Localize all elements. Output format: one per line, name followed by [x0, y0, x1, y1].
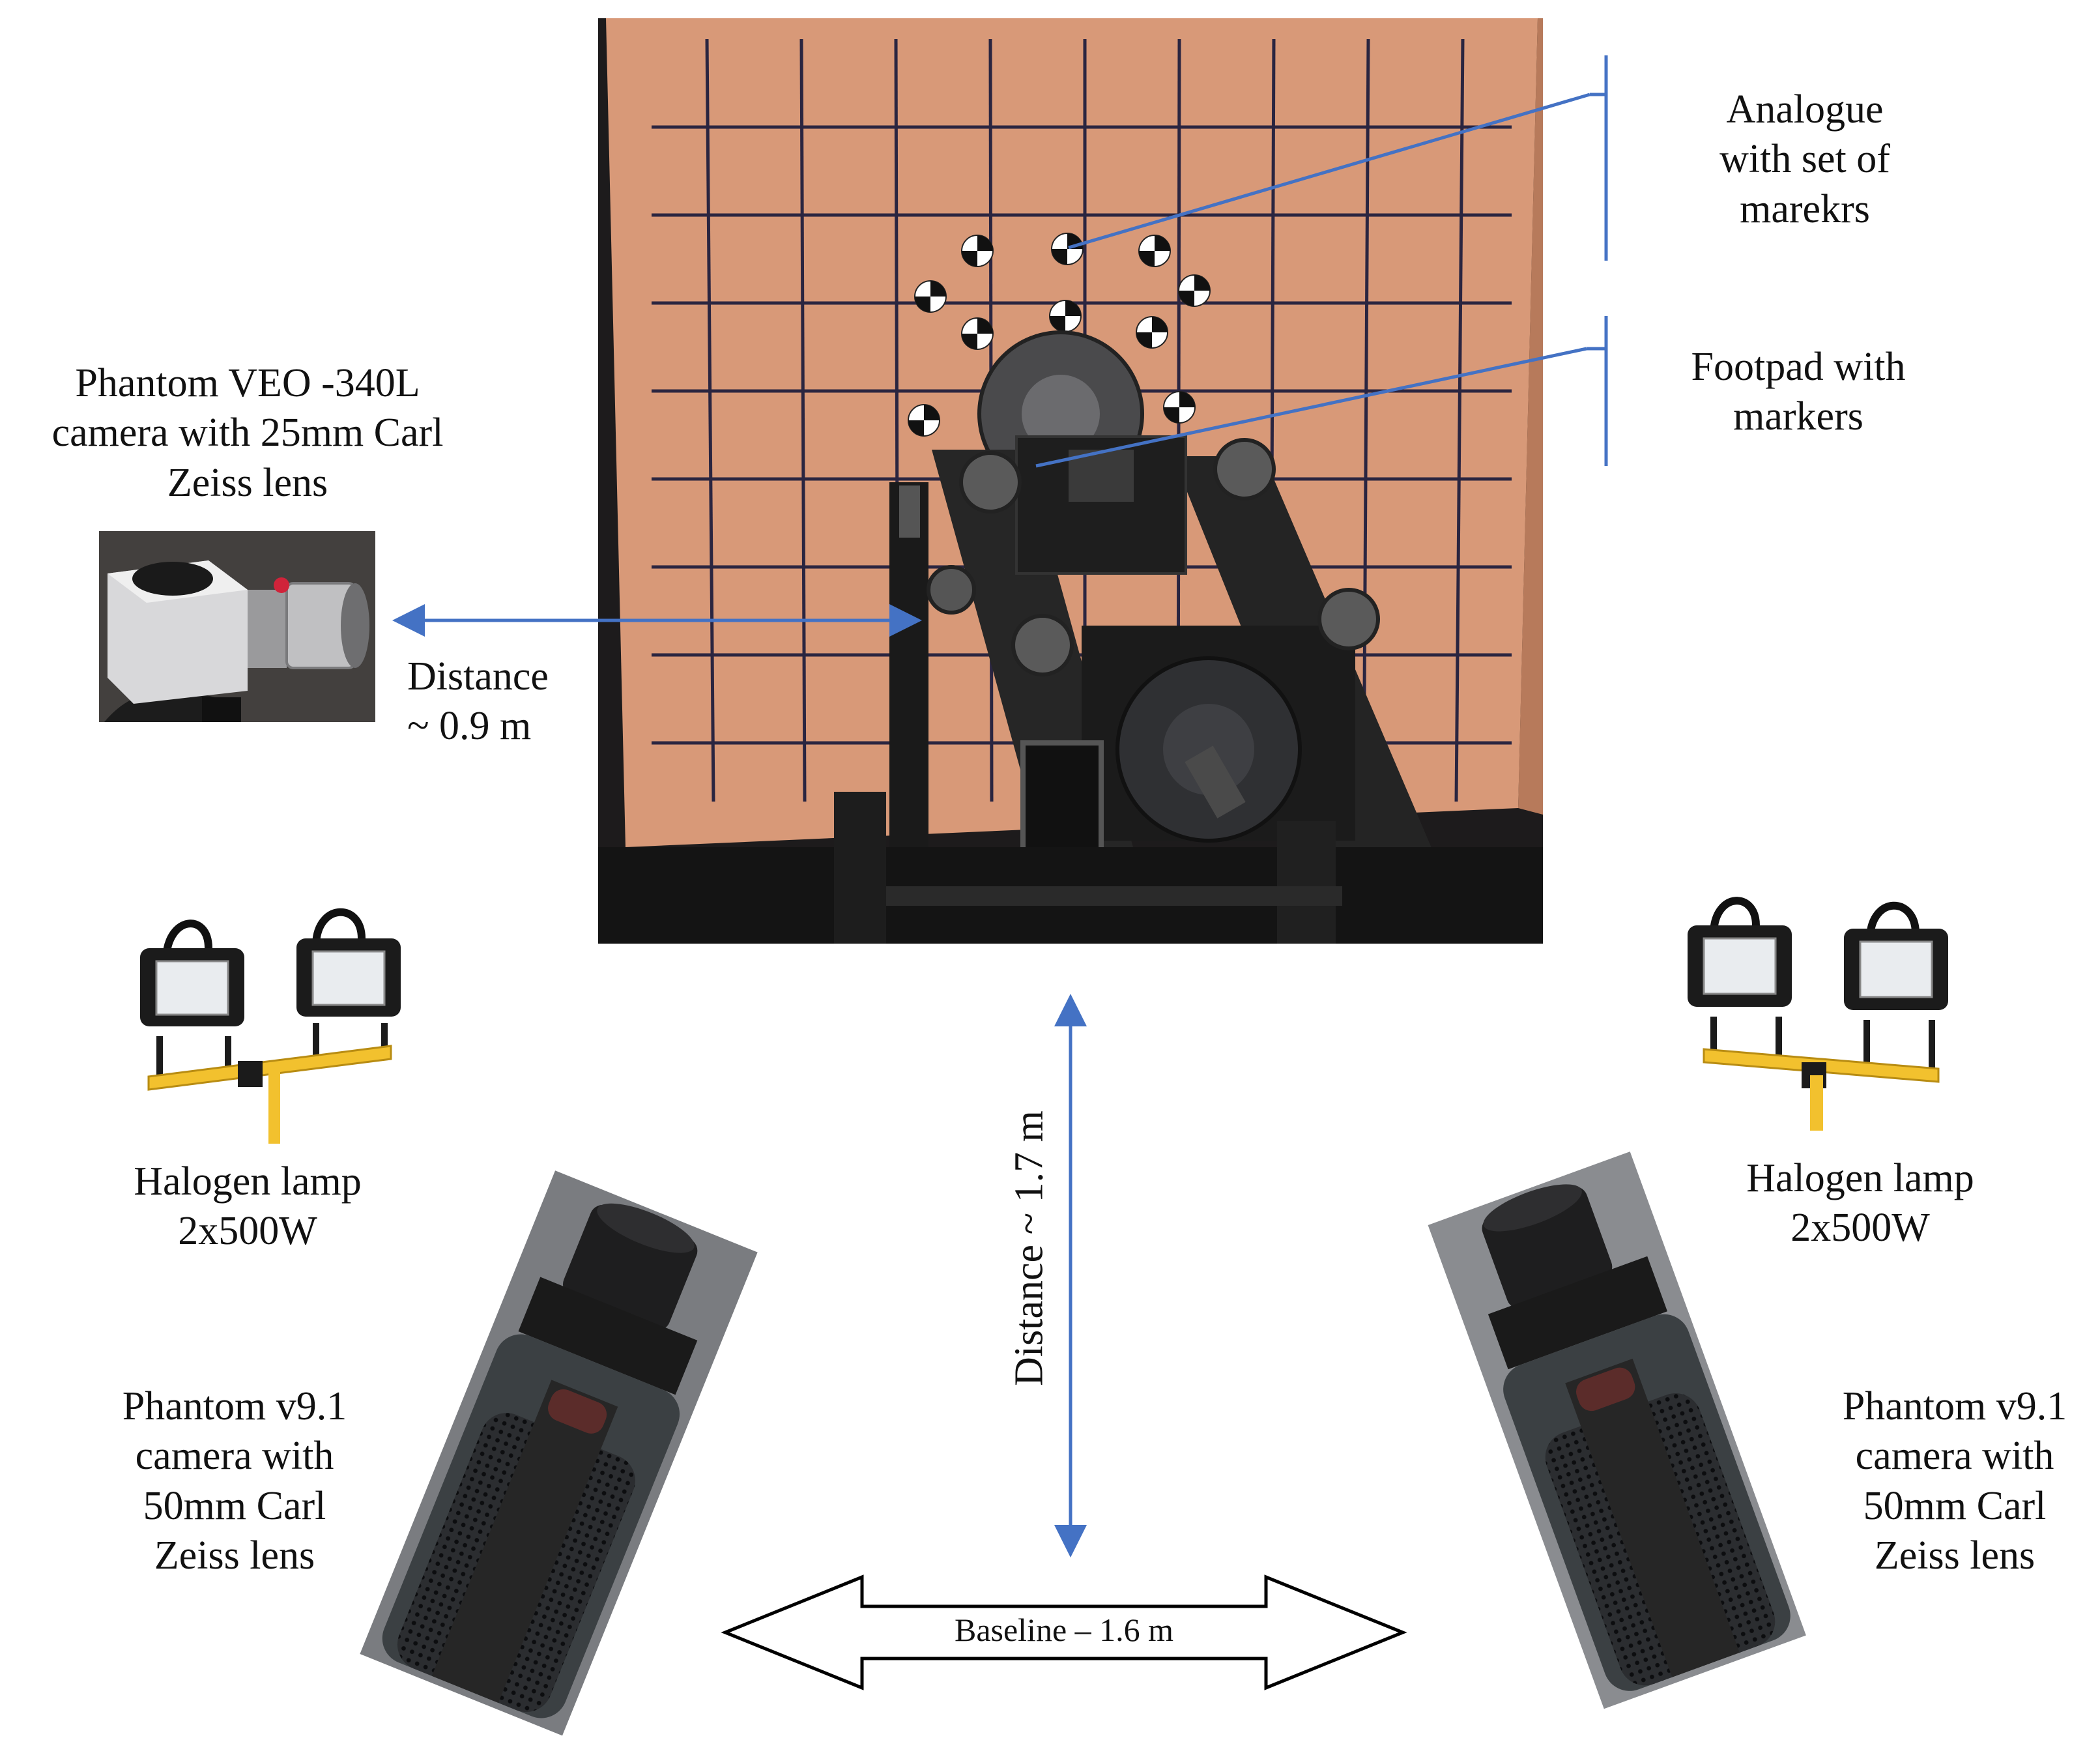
veo-camera-label: Phantom VEO -340L camera with 25mm Carl …: [7, 358, 489, 508]
veo-camera-photo: [99, 531, 375, 722]
baseline-label: Baseline – 1.6 m: [954, 1612, 1174, 1648]
baseline-double-arrow: [721, 1574, 1407, 1690]
phantom-v91-camera-left: [360, 1170, 758, 1736]
phantom-v91-right-label: Phantom v9.1 camera with 50mm Carl Zeiss…: [1798, 1382, 2100, 1580]
distance-near-label: Distance ~ 0.9 m: [407, 652, 549, 751]
halogen-lamp-left-label-line: Halogen lamp: [134, 1159, 362, 1204]
phantom-v91-right-label-line: Phantom v9.1: [1842, 1384, 2067, 1428]
annotation-lines: [1035, 55, 1608, 468]
veo-camera-label-line: Phantom VEO -340L: [75, 361, 420, 405]
halogen-lamp-right-label-line: 2x500W: [1791, 1206, 1930, 1251]
halogen-lamp-left-label-line: 2x500W: [178, 1209, 317, 1254]
phantom-v91-left-label-line: Phantom v9.1: [122, 1384, 347, 1428]
phantom-v91-right-label-line: 50mm Carl: [1863, 1483, 2047, 1528]
phantom-v91-right-label-line: camera with: [1855, 1434, 2054, 1479]
analogue-label: Analogue with set of marekrs: [1655, 85, 1955, 234]
halogen-lamp-right-label: Halogen lamp 2x500W: [1697, 1153, 2023, 1253]
footpad-label: Footpad with markers: [1642, 342, 1955, 442]
analogue-label-line: with set of: [1719, 137, 1890, 182]
analogue-label-line: marekrs: [1740, 186, 1870, 231]
halogen-lamp-right: [1688, 897, 1948, 1131]
halogen-lamp-left: [140, 908, 401, 1144]
phantom-v91-right-label-line: Zeiss lens: [1874, 1533, 2035, 1578]
veo-camera-label-line: Zeiss lens: [167, 460, 328, 505]
footpad-label-line: markers: [1733, 394, 1863, 439]
phantom-v91-left-label-line: 50mm Carl: [143, 1483, 326, 1528]
phantom-v91-left-label: Phantom v9.1 camera with 50mm Carl Zeiss…: [72, 1382, 397, 1580]
veo-camera-label-line: camera with 25mm Carl: [51, 411, 444, 456]
analogue-label-line: Analogue: [1726, 87, 1884, 132]
rig-frame: [598, 435, 1543, 944]
distance-near-label-line: Distance: [407, 654, 549, 699]
halogen-lamp-right-label-line: Halogen lamp: [1746, 1156, 1974, 1200]
test-rig-photo: [598, 18, 1543, 944]
phantom-v91-left-label-line: Zeiss lens: [154, 1533, 315, 1578]
distance-far-label: Distance ~ 1.7 m: [1007, 1110, 1052, 1386]
phantom-v91-left-label-line: camera with: [135, 1434, 334, 1479]
phantom-v91-camera-right: [1428, 1152, 1806, 1709]
footpad-label-line: Footpad with: [1691, 345, 1906, 389]
distance-near-label-line: ~ 0.9 m: [407, 704, 532, 749]
halogen-lamp-left-label: Halogen lamp 2x500W: [85, 1157, 410, 1256]
